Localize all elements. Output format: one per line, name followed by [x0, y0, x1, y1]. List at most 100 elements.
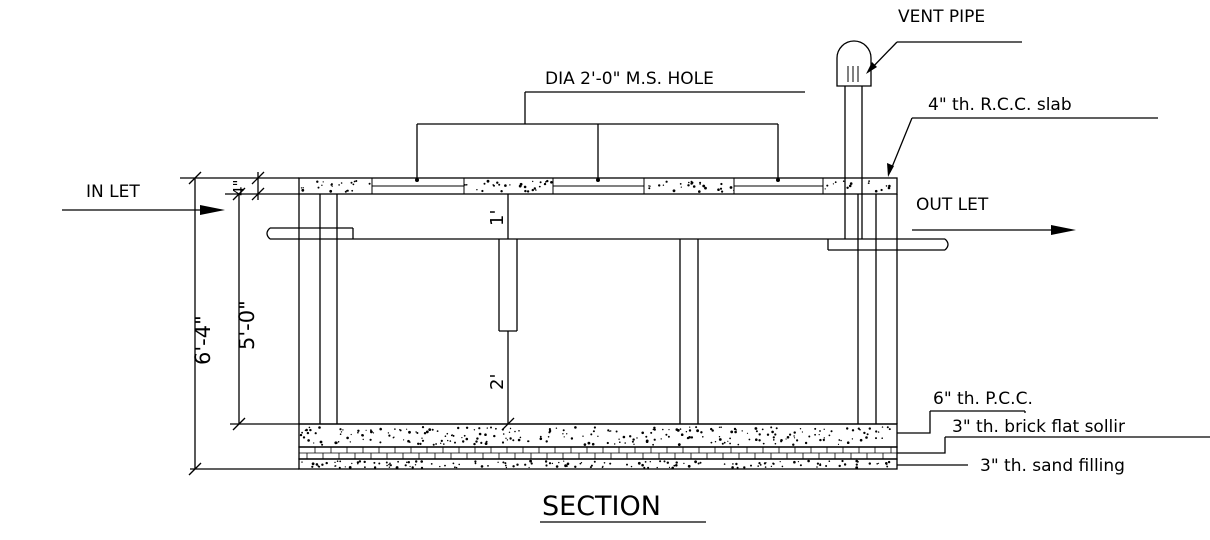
concrete-stipple	[539, 181, 542, 184]
concrete-stipple	[622, 435, 626, 439]
concrete-stipple	[500, 190, 503, 193]
outlet-label: OUT LET	[916, 195, 989, 215]
concrete-stipple	[697, 462, 700, 465]
concrete-stipple	[793, 437, 796, 439]
concrete-stipple	[484, 442, 488, 445]
pcc-label: 6" th. P.C.C.	[933, 389, 1033, 409]
concrete-stipple	[874, 189, 878, 193]
vent-pipe-label: VENT PIPE	[898, 7, 985, 27]
concrete-stipple	[357, 431, 359, 434]
concrete-stipple	[710, 427, 713, 431]
concrete-stipple	[473, 429, 476, 431]
concrete-stipple	[406, 461, 408, 464]
concrete-stipple	[695, 426, 698, 429]
concrete-stipple	[758, 433, 761, 436]
concrete-stipple	[487, 465, 489, 467]
concrete-stipple	[509, 184, 511, 186]
concrete-stipple	[464, 184, 466, 186]
concrete-stipple	[838, 439, 841, 441]
concrete-stipple	[838, 464, 841, 468]
concrete-stipple	[373, 466, 377, 469]
concrete-stipple	[340, 431, 343, 433]
concrete-stipple	[388, 434, 391, 437]
concrete-stipple	[696, 429, 699, 433]
concrete-stipple	[641, 463, 644, 467]
concrete-stipple	[665, 180, 668, 183]
concrete-stipple	[822, 438, 825, 441]
concrete-stipple	[502, 461, 505, 464]
concrete-stipple	[562, 429, 565, 432]
concrete-stipple	[631, 440, 634, 443]
brick-soling-leader	[897, 436, 1210, 454]
concrete-stipple	[746, 432, 749, 434]
concrete-stipple	[304, 429, 306, 432]
concrete-stipple	[629, 435, 632, 438]
concrete-stipple	[825, 465, 828, 467]
concrete-stipple	[444, 464, 446, 467]
concrete-stipple	[658, 184, 661, 187]
concrete-stipple	[855, 466, 859, 470]
concrete-stipple	[699, 183, 701, 185]
concrete-stipple	[443, 443, 445, 445]
concrete-stipple	[793, 431, 796, 434]
concrete-stipple	[344, 190, 347, 193]
inlet-baffle	[498, 239, 518, 332]
concrete-stipple	[339, 460, 342, 463]
slab-thickness-dimension	[251, 171, 265, 201]
concrete-stipple	[435, 443, 437, 445]
concrete-stipple	[855, 463, 858, 466]
concrete-stipple	[807, 459, 810, 463]
concrete-stipple	[353, 180, 356, 183]
concrete-stipple	[619, 441, 621, 444]
concrete-stipple	[475, 440, 478, 443]
concrete-stipple	[308, 426, 311, 429]
concrete-stipple	[866, 433, 869, 436]
concrete-stipple	[729, 437, 731, 440]
concrete-stipple	[607, 429, 610, 432]
concrete-stipple	[653, 438, 656, 441]
concrete-stipple	[680, 433, 684, 437]
concrete-stipple	[350, 181, 353, 184]
concrete-stipple	[545, 181, 547, 183]
concrete-stipple	[517, 438, 521, 442]
concrete-stipple	[667, 435, 670, 438]
concrete-stipple	[486, 427, 488, 429]
concrete-stipple	[849, 182, 853, 185]
concrete-stipple	[474, 462, 477, 465]
concrete-stipple	[325, 461, 328, 465]
concrete-stipple	[431, 428, 434, 431]
concrete-stipple	[732, 463, 734, 465]
concrete-stipple	[754, 427, 758, 430]
concrete-stipple	[519, 436, 522, 439]
concrete-stipple	[501, 441, 505, 444]
concrete-stipple	[564, 464, 567, 468]
concrete-stipple	[840, 439, 842, 442]
concrete-stipple	[322, 181, 324, 183]
concrete-stipple	[299, 433, 303, 437]
concrete-stipple	[589, 466, 592, 469]
concrete-stipple	[395, 466, 399, 469]
concrete-stipple	[321, 463, 324, 466]
concrete-stipple	[590, 464, 593, 467]
concrete-stipple	[444, 435, 447, 438]
concrete-stipple	[865, 436, 868, 439]
concrete-stipple	[859, 438, 863, 442]
concrete-stipple	[610, 430, 612, 432]
concrete-stipple	[415, 431, 417, 433]
concrete-stipple	[734, 430, 737, 434]
concrete-stipple	[505, 437, 507, 439]
concrete-stipple	[688, 181, 690, 184]
concrete-stipple	[344, 466, 346, 468]
concrete-stipple	[415, 460, 418, 463]
concrete-stipple	[797, 461, 800, 463]
concrete-stipple	[590, 433, 593, 436]
concrete-stipple	[630, 465, 633, 468]
concrete-stipple	[334, 441, 338, 445]
concrete-stipple	[717, 188, 720, 191]
concrete-stipple	[876, 463, 878, 465]
concrete-stipple	[403, 439, 405, 441]
concrete-stipple	[690, 182, 693, 185]
concrete-stipple	[528, 466, 530, 469]
concrete-stipple	[509, 437, 512, 440]
concrete-stipple	[648, 187, 651, 190]
